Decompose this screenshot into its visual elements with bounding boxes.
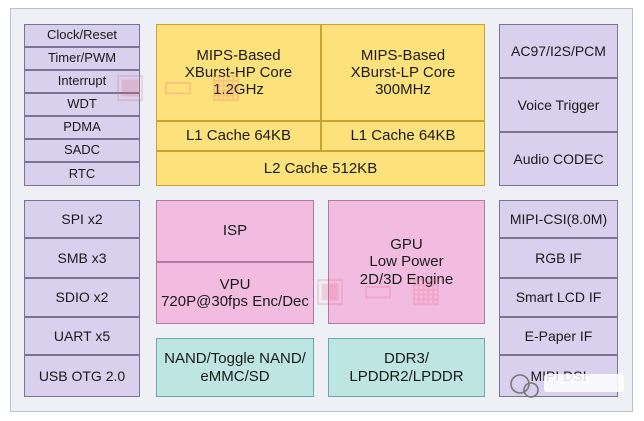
nand-emmc-sd-block: NAND/Toggle NAND/ eMMC/SD	[156, 338, 314, 397]
hp-l1-cache-block: L1 Cache 64KB	[156, 121, 321, 151]
l2-cache-block: L2 Cache 512KB	[156, 151, 485, 186]
spi-block: SPI x2	[24, 200, 140, 238]
uart-block: UART x5	[24, 317, 140, 355]
xburst-lp-core-block: MIPS-Based XBurst-LP Core 300MHz	[321, 24, 485, 121]
e-paper-if-block: E-Paper IF	[499, 317, 618, 355]
wdt-block: WDT	[24, 93, 140, 116]
sdio-block: SDIO x2	[24, 278, 140, 317]
ddr-block: DDR3/ LPDDR2/LPDDR	[328, 338, 485, 397]
mipi-csi-block: MIPI-CSI(8.0M)	[499, 200, 618, 238]
smart-lcd-if-block: Smart LCD IF	[499, 278, 618, 317]
audio-codec-block: Audio CODEC	[499, 132, 618, 186]
gpu-block: GPU Low Power 2D/3D Engine	[328, 200, 485, 324]
isp-block: ISP	[156, 200, 314, 262]
xburst-hp-core-block: MIPS-Based XBurst-HP Core 1.2GHz	[156, 24, 321, 121]
rgb-if-block: RGB IF	[499, 238, 618, 278]
pdma-block: PDMA	[24, 116, 140, 139]
voice-trigger-block: Voice Trigger	[499, 78, 618, 132]
sadc-block: SADC	[24, 139, 140, 162]
ac97-i2s-pcm-block: AC97/I2S/PCM	[499, 24, 618, 78]
usb-otg-block: USB OTG 2.0	[24, 355, 140, 397]
interrupt-block: Interrupt	[24, 70, 140, 93]
lp-l1-cache-block: L1 Cache 64KB	[321, 121, 485, 151]
rtc-block: RTC	[24, 162, 140, 186]
vpu-block: VPU 720P@30fps Enc/Dec	[156, 262, 314, 324]
timer-pwm-block: Timer/PWM	[24, 47, 140, 70]
smb-block: SMB x3	[24, 238, 140, 278]
clock-reset-block: Clock/Reset	[24, 24, 140, 47]
mipi-dsi-block: MIPI DSI	[499, 355, 618, 397]
